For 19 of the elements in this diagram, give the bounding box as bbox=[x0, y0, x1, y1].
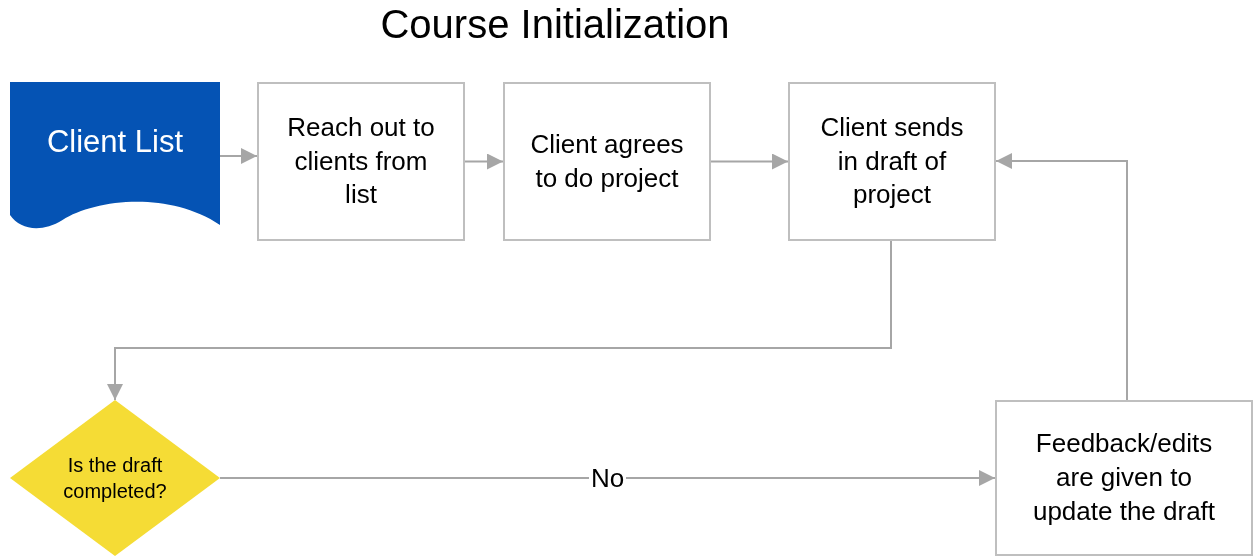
arrow bbox=[710, 153, 789, 170]
diagram-title: Course Initialization bbox=[379, 2, 731, 47]
box-label: Client agrees to do project bbox=[529, 127, 685, 195]
box-label: Client sends in draft of project bbox=[819, 110, 965, 212]
process-box bbox=[788, 82, 996, 241]
process-box bbox=[503, 82, 711, 241]
decision-label: Is the draft completed? bbox=[62, 453, 168, 504]
arrow bbox=[995, 153, 1128, 401]
arrow bbox=[107, 240, 892, 401]
decision-diamond bbox=[10, 400, 220, 556]
document-shape bbox=[10, 82, 220, 230]
arrow bbox=[219, 148, 258, 164]
box-label: Feedback/edits are given to update the draft bbox=[1031, 427, 1217, 528]
arrow bbox=[464, 153, 504, 170]
process-box bbox=[995, 400, 1253, 556]
process-box bbox=[257, 82, 465, 241]
document-label: Client List bbox=[45, 123, 185, 161]
arrow bbox=[219, 470, 996, 486]
box-label: Reach out to clients from list bbox=[286, 110, 436, 212]
